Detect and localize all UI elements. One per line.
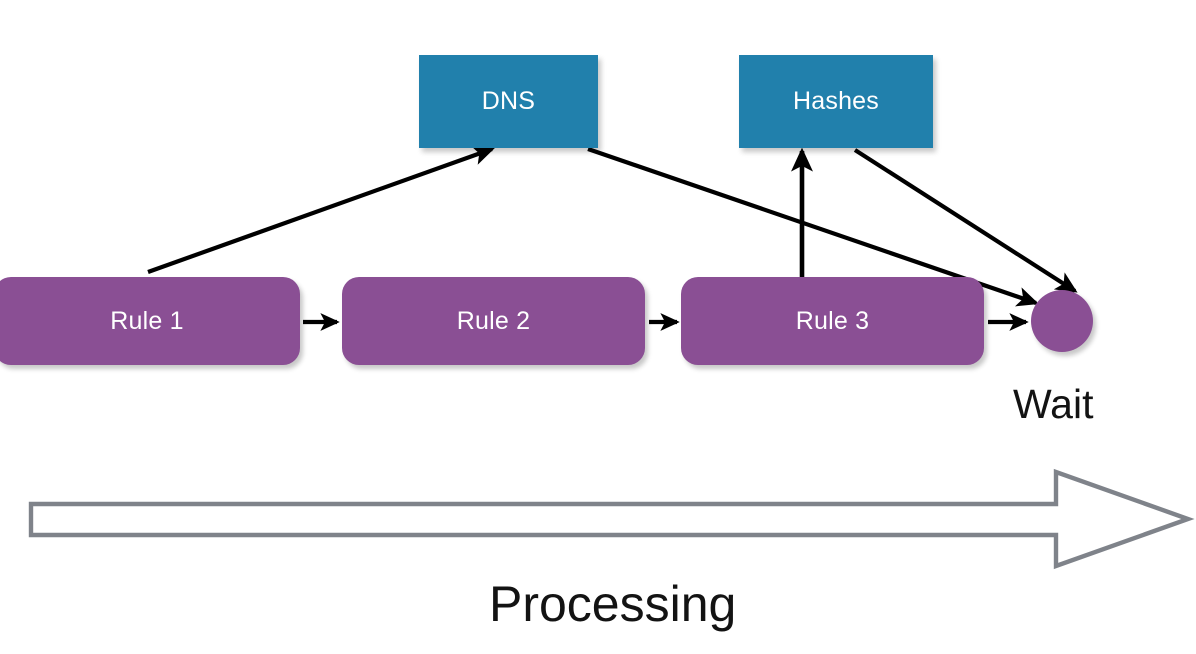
- processing-arrow-shape: [28, 468, 1195, 570]
- source-node-hashes-label: Hashes: [793, 87, 879, 115]
- rule-node-rule-1-label: Rule 1: [110, 306, 184, 335]
- wait-node[interactable]: [1031, 290, 1093, 352]
- rule-node-rule-1[interactable]: Rule 1: [0, 277, 300, 365]
- wait-node-label: Wait: [1013, 381, 1094, 427]
- rule-node-rule-3[interactable]: Rule 3: [681, 277, 984, 365]
- source-node-hashes[interactable]: Hashes: [739, 55, 933, 148]
- rule-node-rule-2[interactable]: Rule 2: [342, 277, 645, 365]
- rule-node-rule-3-label: Rule 3: [795, 306, 870, 335]
- source-node-dns-label: DNS: [481, 87, 536, 115]
- source-node-dns[interactable]: DNS: [419, 55, 598, 148]
- edge-rule1-to-dns: [147, 145, 495, 274]
- edge-hashes-to-wait: [853, 148, 1078, 293]
- processing-axis-label: Processing: [489, 576, 737, 632]
- rule-node-rule-2-label: Rule 2: [456, 306, 531, 335]
